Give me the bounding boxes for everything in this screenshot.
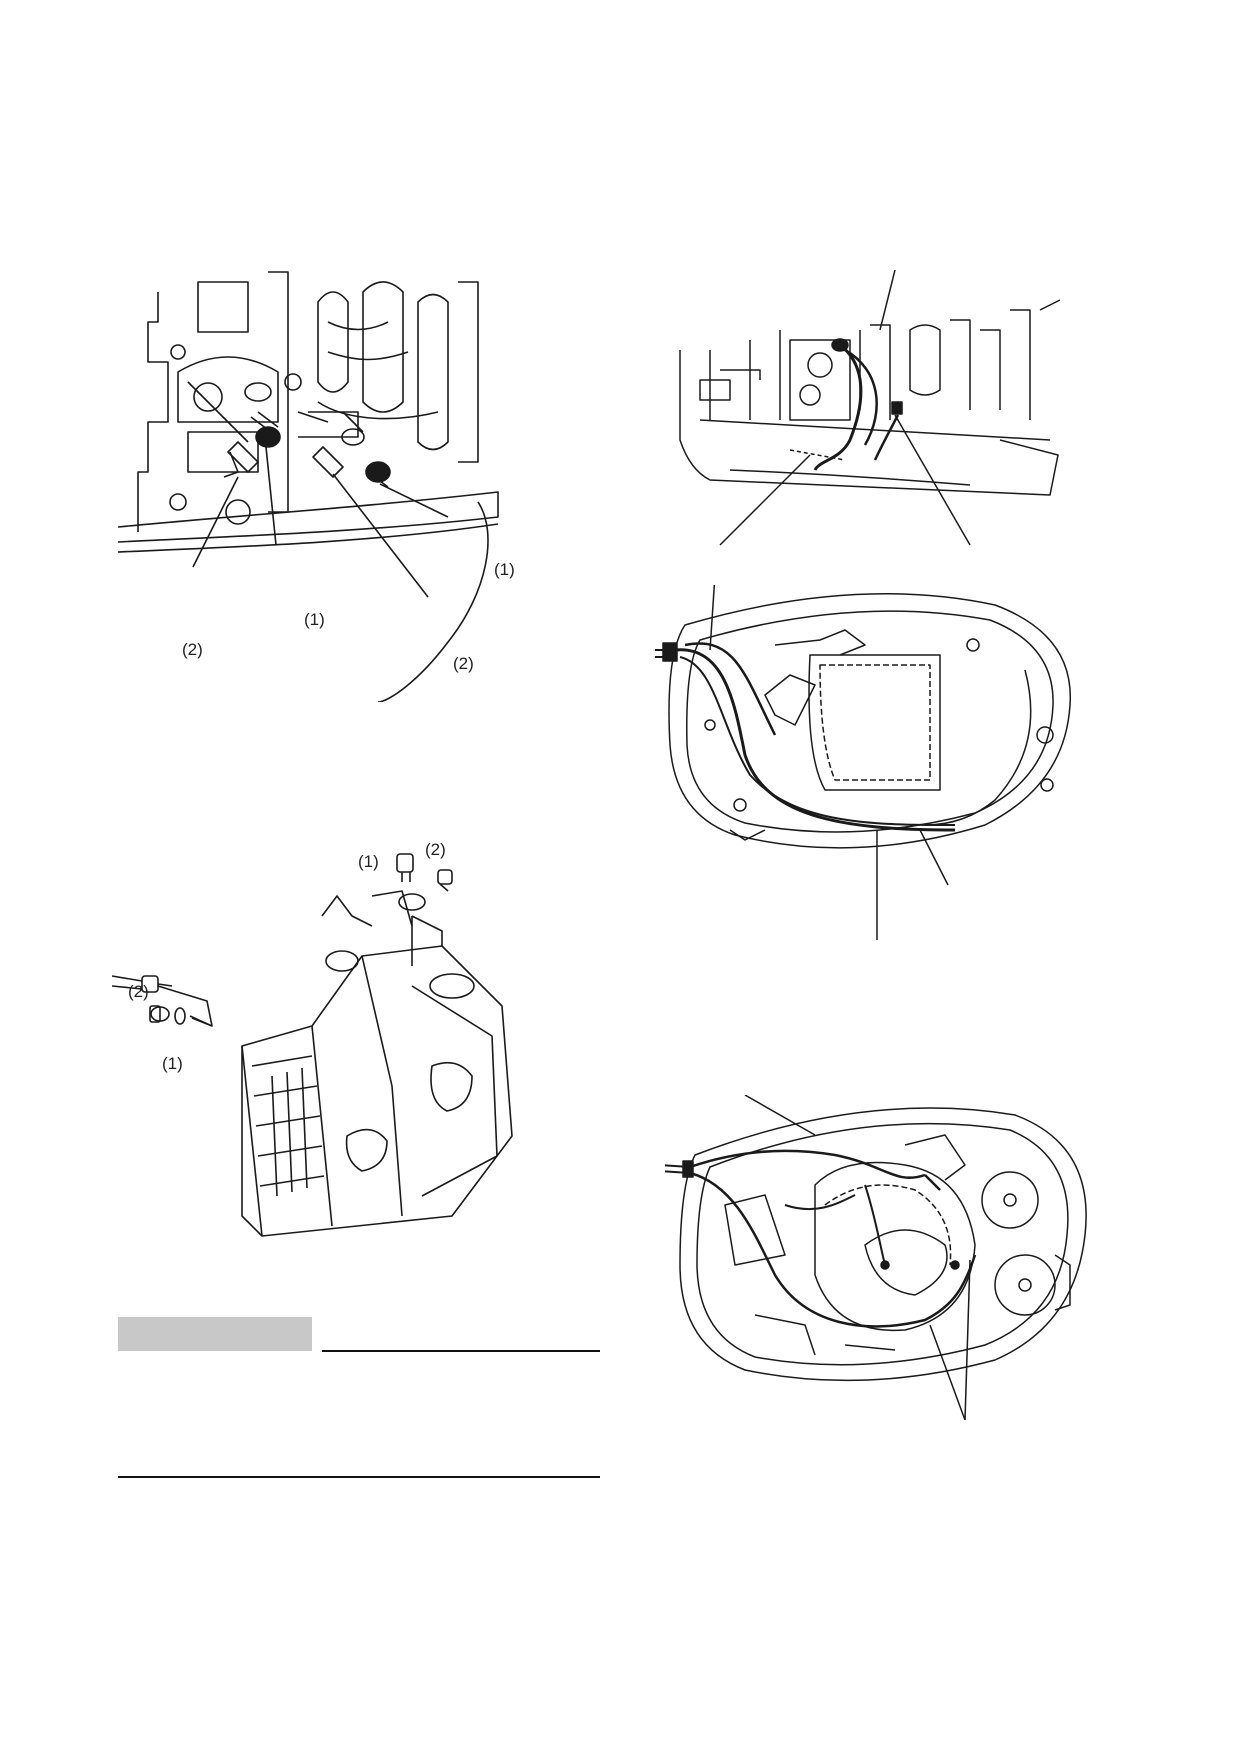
callout-2-left: (2) [182,640,203,659]
cowling-top-view-a-drawing [655,585,1072,940]
note-bottom-rule [118,1476,600,1478]
cowling-top-view-b-drawing [665,1095,1087,1421]
note-top-rule [322,1350,600,1352]
cylinder-block-figure: (1) (2) (2) (1) [112,836,552,1256]
callout-1-center: (1) [304,610,325,629]
crankcase-fittings-figure: (1) (1) (2) (2) [118,262,558,702]
harness-side-view-drawing [679,270,1061,546]
callout-2-top: (2) [425,840,446,859]
callout-1-right: (1) [494,560,515,579]
callout-1-side: (1) [162,1054,183,1073]
cowling-top-view-a-figure [655,585,1085,955]
cowling-top-view-b-figure [665,1095,1095,1435]
crankcase-fittings-drawing [118,271,499,702]
harness-side-view-figure [670,270,1070,560]
note-heading-box [118,1317,312,1351]
callout-1-top: (1) [358,852,379,871]
callout-2-side: (2) [128,982,149,1001]
callout-2-right: (2) [453,654,474,673]
cylinder-block-drawing [112,853,513,1237]
